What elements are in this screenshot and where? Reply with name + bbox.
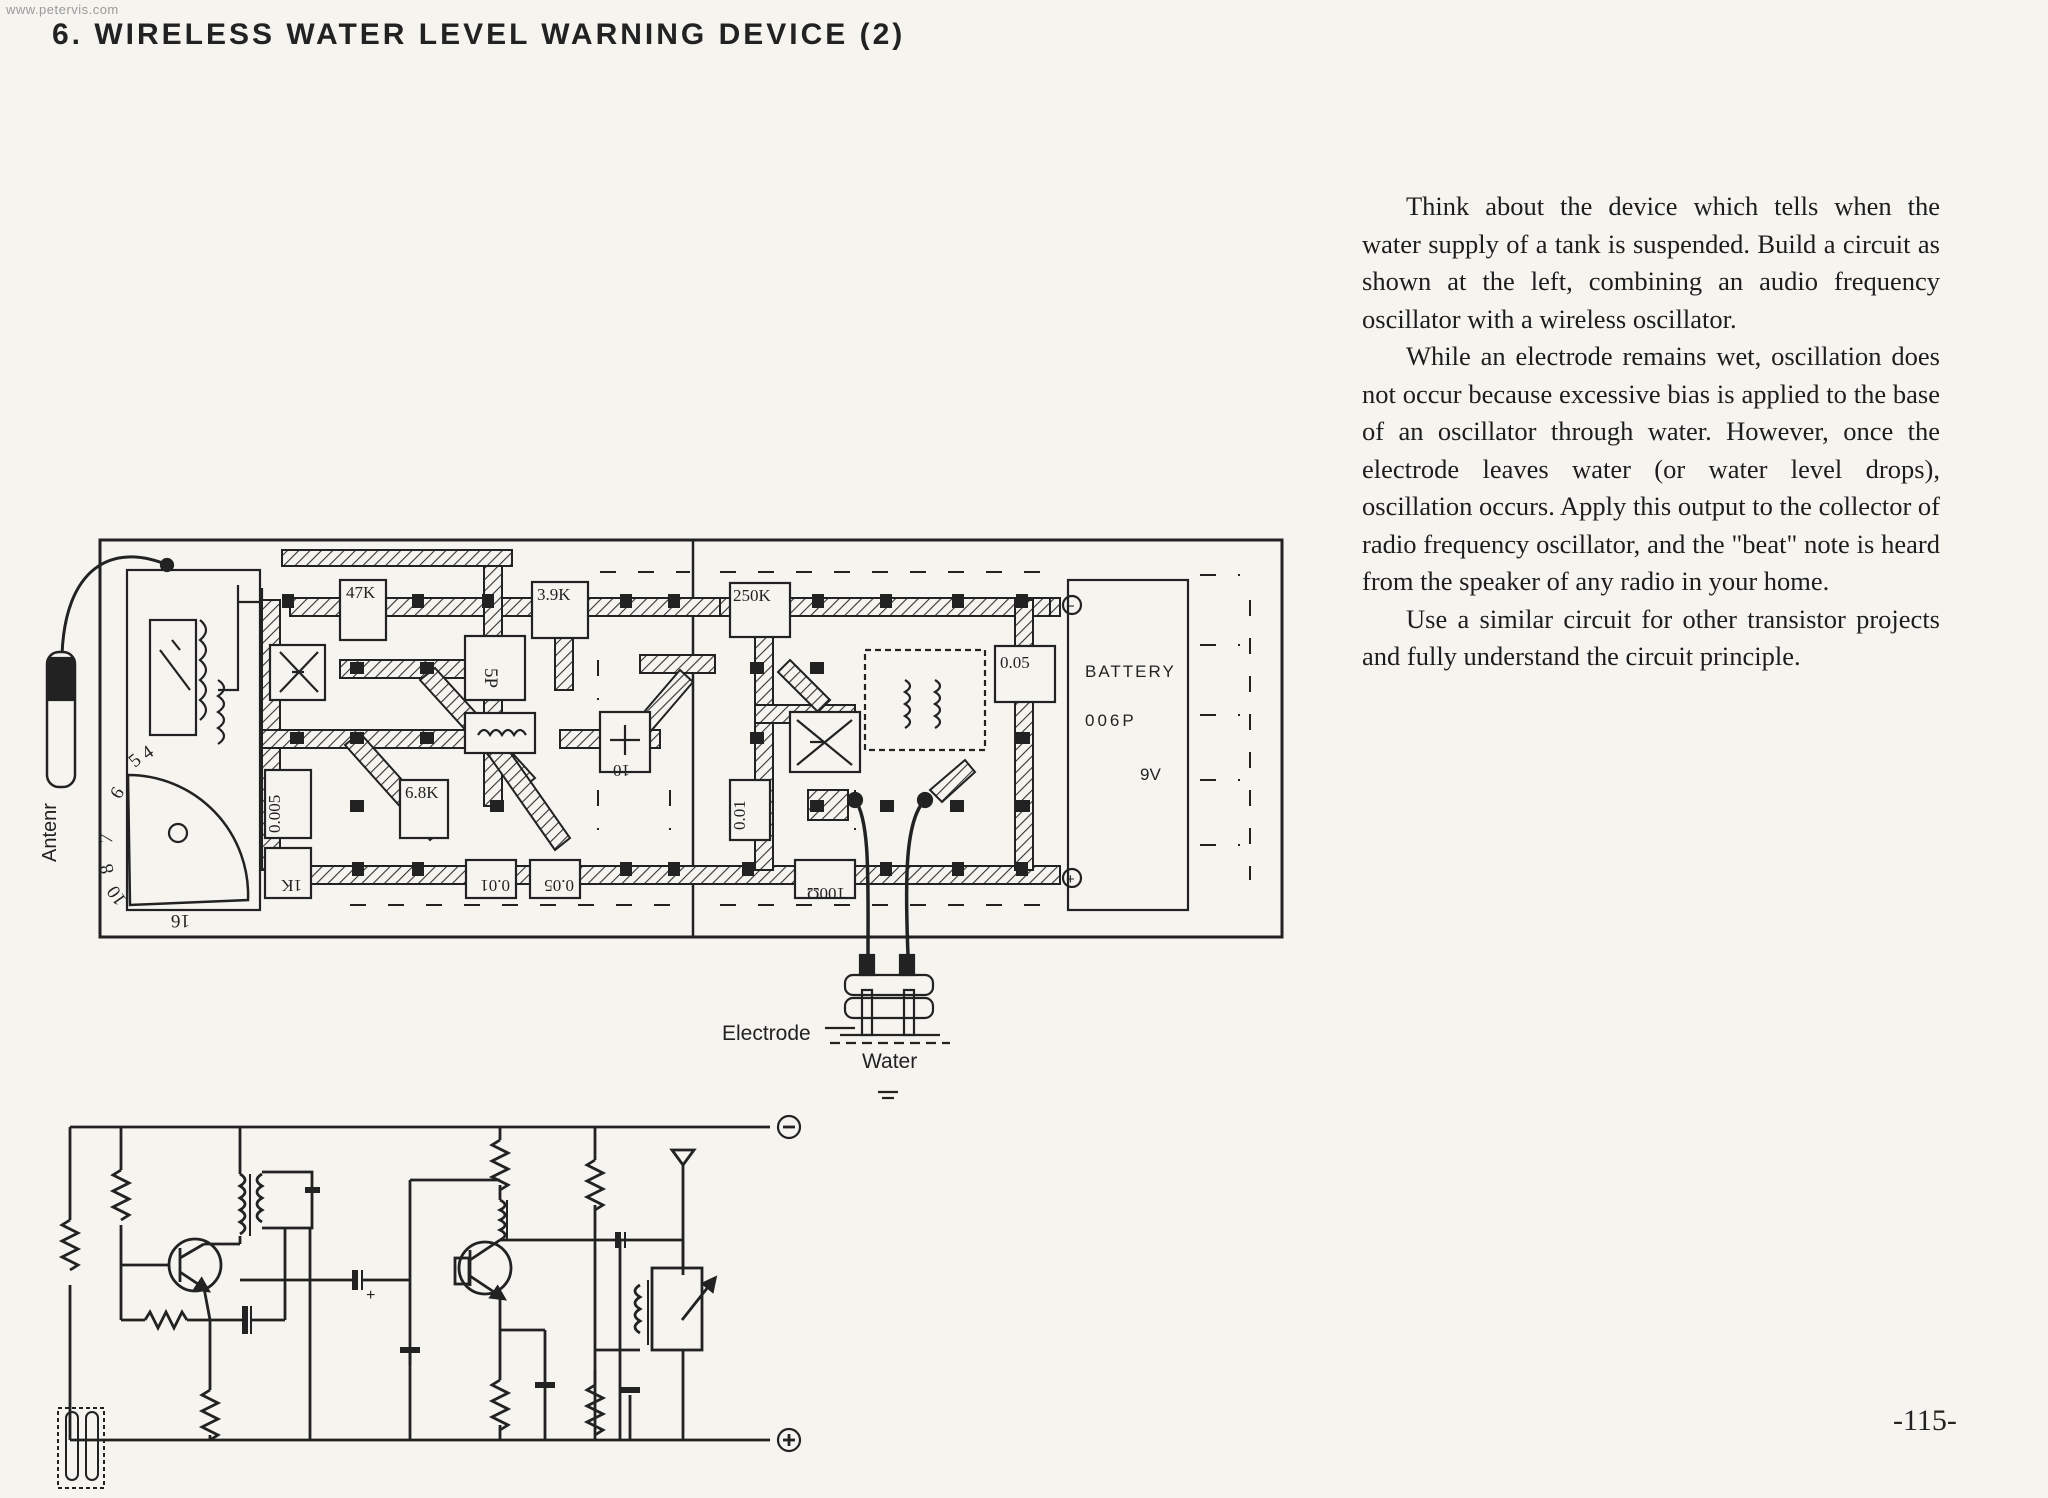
capacitor-0-01-left-label: 0.01 <box>730 800 749 830</box>
capacitor-5p-label: 5P <box>480 668 501 688</box>
dial-number: 6 <box>106 784 129 803</box>
antenna-label: Antenr <box>39 803 61 862</box>
paragraph-2: While an electrode remains wet, oscillat… <box>1362 341 1940 596</box>
electrode-label: Electrode <box>722 1022 811 1045</box>
dial-number: 16 <box>171 910 190 931</box>
paragraph-3: Use a similar circuit for other transist… <box>1362 603 1940 672</box>
resistor-3-9k-label: 3.9K <box>537 585 571 604</box>
paragraph-1: Think about the device which tells when … <box>1362 191 1940 334</box>
body-text: Think about the device which tells when … <box>1362 188 1940 676</box>
resistor-250k-label: 250K <box>733 586 772 605</box>
water-label: Water <box>862 1050 917 1073</box>
page-number: -115- <box>1893 1404 1957 1437</box>
resistor-1k-label: 1K <box>281 876 303 895</box>
battery-voltage-label: 9V <box>1140 765 1161 784</box>
resistor-6-8k-label: 6.8K <box>405 783 439 802</box>
resistor-47k-label: 47K <box>346 583 376 602</box>
capacitor-0-05-top-label: 0.05 <box>1000 653 1030 672</box>
battery-plus-sign: + <box>1066 871 1075 888</box>
battery-label: BATTERY <box>1085 662 1176 681</box>
battery-type-label: 006P <box>1085 711 1137 730</box>
capacitor-0-05-bottom-label: 0.05 <box>544 876 574 895</box>
dial-number: 7 <box>96 833 118 844</box>
resistor-100-label: 100Ω <box>807 884 845 903</box>
battery-minus-sign: − <box>1066 598 1075 615</box>
capacitor-0-01-bottom-label: 0.01 <box>480 876 510 895</box>
watermark: www.petervis.com <box>6 2 119 17</box>
capacitor-0-005-label: 0.005 <box>265 795 284 833</box>
capacitor-10-label: 10 <box>613 761 630 780</box>
page-heading: 6. WIRELESS WATER LEVEL WARNING DEVICE (… <box>52 18 906 51</box>
schematic-diagram: + <box>57 1114 802 1489</box>
polarity-plus: + <box>366 1287 375 1304</box>
breadboard-layout: Antenr 5 4 6 7 8 10 16 <box>39 538 1284 1100</box>
